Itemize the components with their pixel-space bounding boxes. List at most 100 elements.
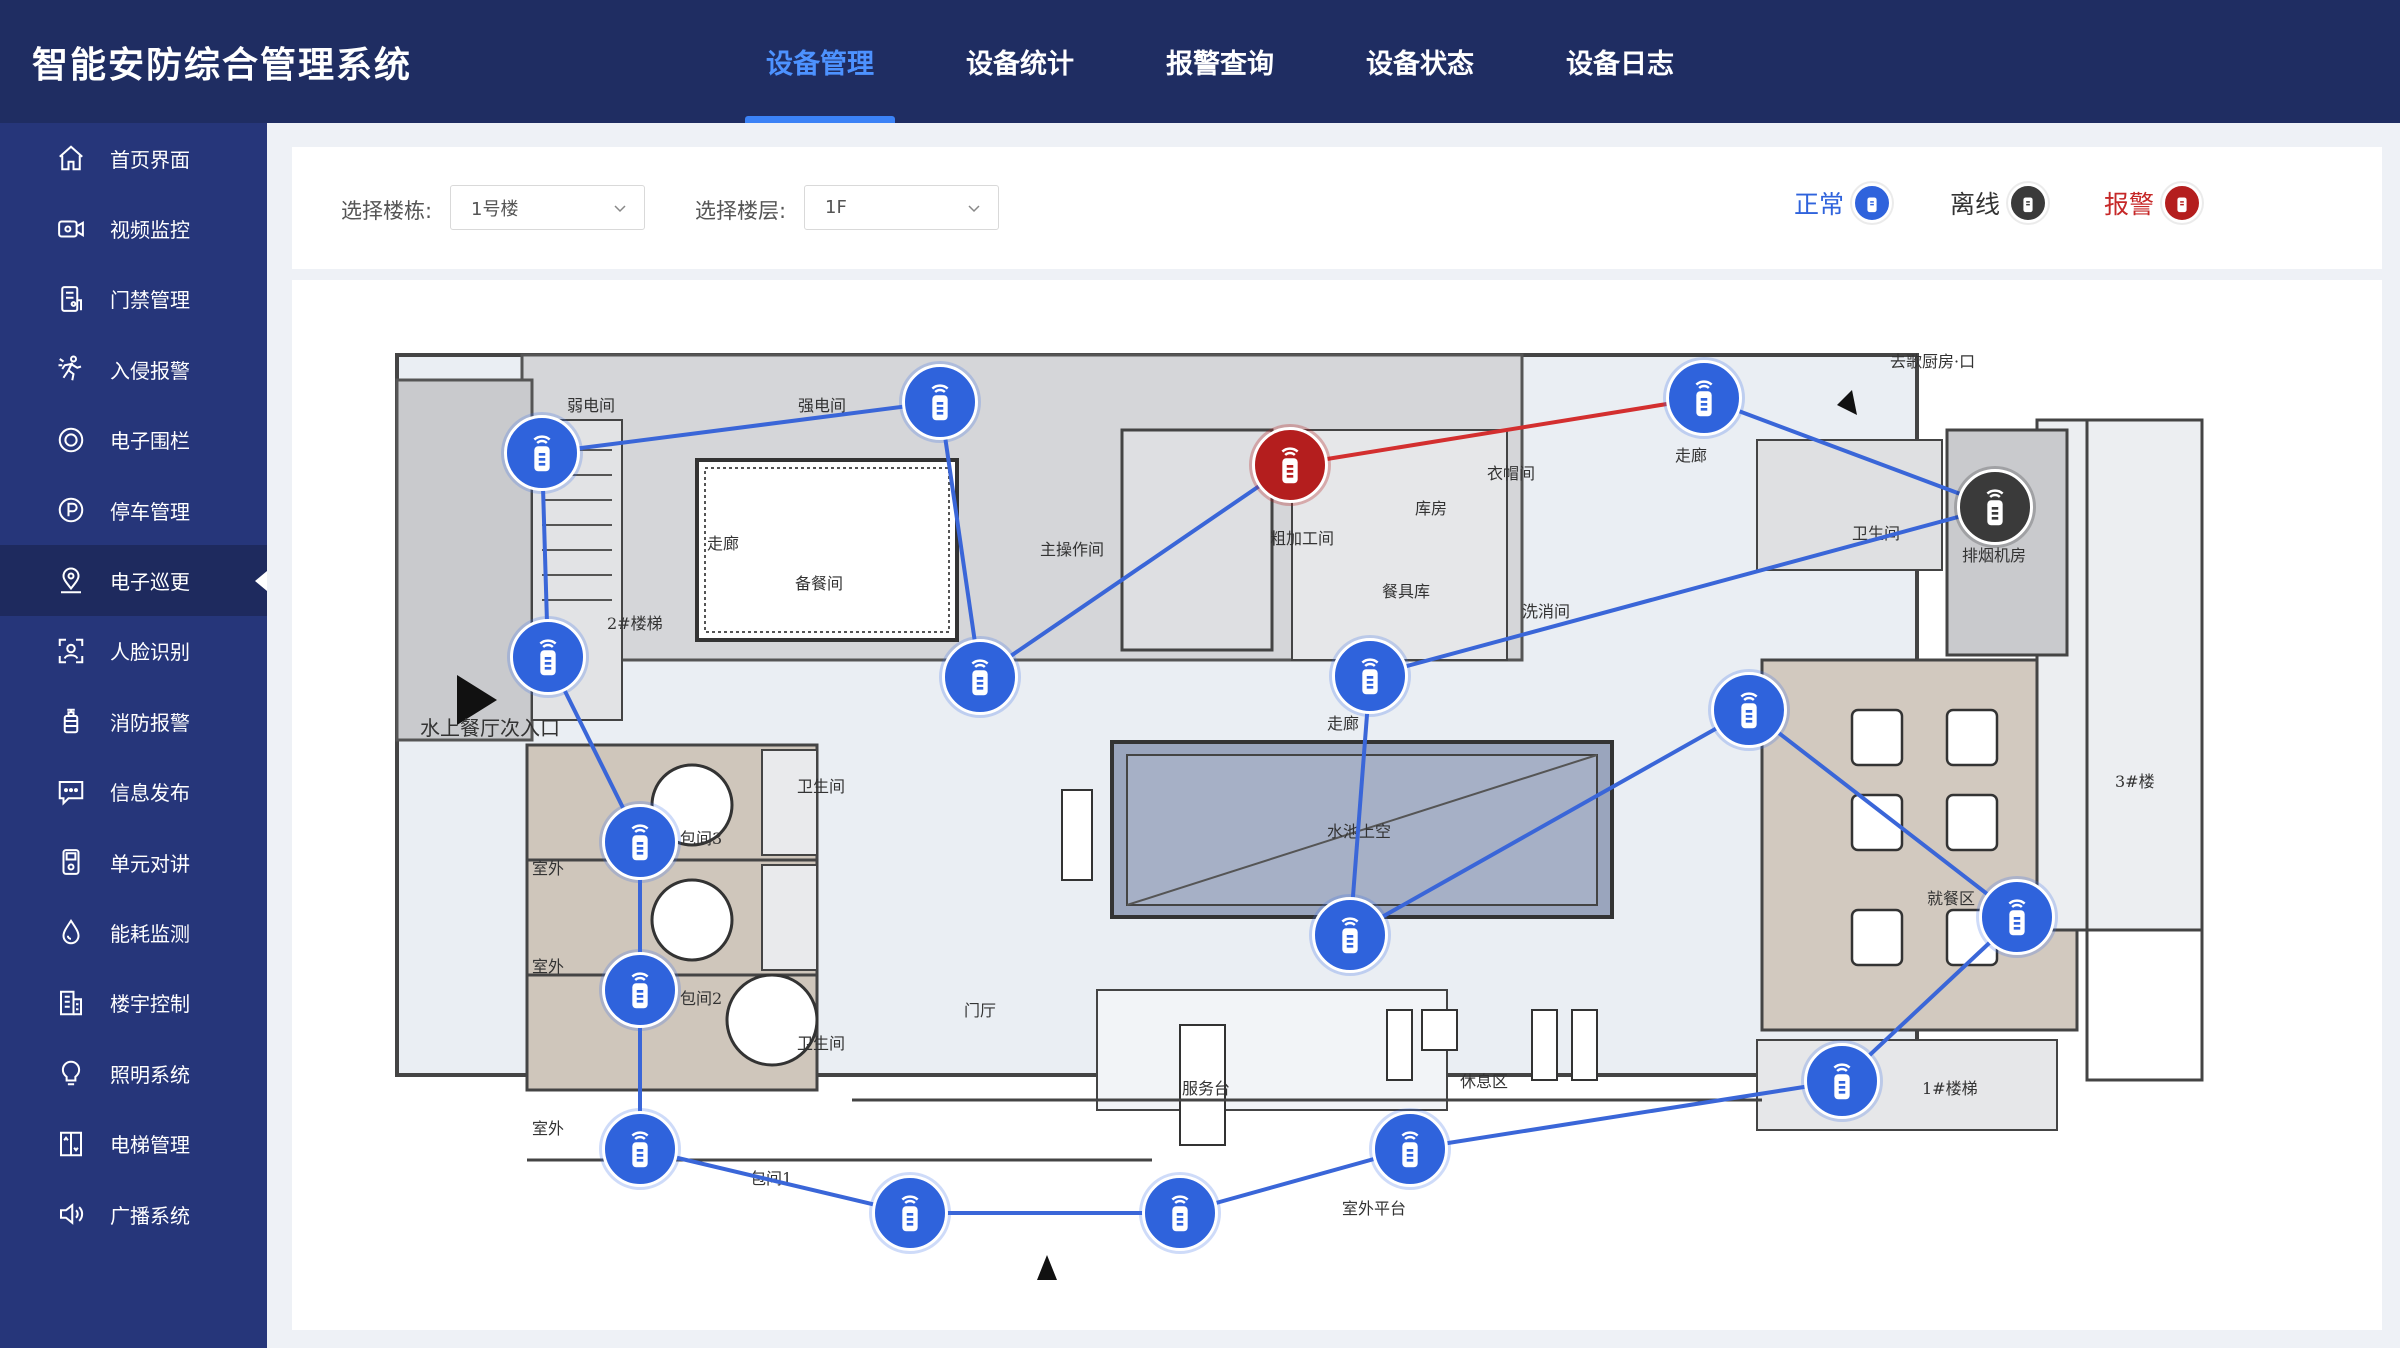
route-line <box>1703 396 1996 509</box>
room-label: 1#楼梯 <box>1922 1079 1978 1098</box>
sidebar-item-intrusion[interactable]: 入侵报警 <box>0 334 267 404</box>
room-label: 3#楼 <box>2115 772 2155 791</box>
room-label: 洗消间 <box>1522 602 1571 621</box>
sidebar-item-elevator[interactable]: 电梯管理 <box>0 1108 267 1178</box>
floorplan-panel: 弱电间 强电间 主操作间 粗加工间 库房 走廊 卫生间 排烟机房 2#楼梯 水上… <box>292 280 2382 1330</box>
tab-device-management[interactable]: 设备管理 <box>720 0 920 123</box>
patrol-device[interactable] <box>942 639 1018 715</box>
sidebar-item-label: 信息发布 <box>110 781 190 806</box>
face-scan-icon <box>54 634 88 668</box>
route-line <box>1409 1079 1843 1151</box>
patrol-device[interactable] <box>1142 1175 1218 1251</box>
tab-device-status[interactable]: 设备状态 <box>1366 49 1474 80</box>
room-label: 就餐区 <box>1927 889 1976 908</box>
sidebar-item-label: 广播系统 <box>110 1203 190 1228</box>
sidebar-item-fire[interactable]: 消防报警 <box>0 686 267 756</box>
fence-target-icon <box>54 423 88 457</box>
parking-icon <box>54 493 88 527</box>
filter-bar: 选择楼栋: 1号楼 选择楼层: 1F 正常 离线 报警 <box>292 147 2382 269</box>
location-pin-icon <box>54 564 88 598</box>
room-label: 排烟机房 <box>1962 546 2027 565</box>
patrol-device[interactable] <box>1252 427 1328 503</box>
patrol-device[interactable] <box>510 619 586 695</box>
energy-drop-icon <box>54 915 88 949</box>
patrol-device[interactable] <box>1957 469 2033 545</box>
patrol-sensor-icon <box>901 1195 919 1232</box>
sidebar-item-label: 消防报警 <box>110 710 190 735</box>
legend-normal: 正常 <box>1794 183 1893 223</box>
route-line <box>639 1147 911 1215</box>
legend-normal-label: 正常 <box>1794 190 1845 219</box>
sidebar-item-info[interactable]: 信息发布 <box>0 757 267 827</box>
sidebar-item-video[interactable]: 视频监控 <box>0 193 267 263</box>
room-label: 卫生间 <box>797 777 846 796</box>
patrol-device[interactable] <box>872 1175 948 1251</box>
sidebar-item-parking[interactable]: 停车管理 <box>0 475 267 545</box>
patrol-device[interactable] <box>1312 897 1388 973</box>
room-label: 2#楼梯 <box>607 614 663 633</box>
floor-label: 选择楼层: <box>695 199 787 223</box>
patrol-device[interactable] <box>504 415 580 491</box>
patrol-sensor-icon <box>631 972 649 1009</box>
patrol-sensor-icon <box>2008 899 2026 936</box>
room-label: 室外 <box>532 859 565 878</box>
patrol-sensor-icon <box>631 1131 649 1168</box>
patrol-device[interactable] <box>602 952 678 1028</box>
elevator-icon <box>54 1127 88 1161</box>
room-label: 卫生间 <box>1852 524 1901 543</box>
patrol-sensor-icon <box>931 384 949 421</box>
sidebar-item-lighting[interactable]: 照明系统 <box>0 1038 267 1108</box>
legend-alarm-label: 报警 <box>2104 190 2155 219</box>
sidebar-item-label: 首页界面 <box>110 147 190 172</box>
room-label: 走廊 <box>707 534 740 553</box>
patrol-device[interactable] <box>602 1111 678 1187</box>
room-label: 服务台 <box>1182 1079 1231 1098</box>
tab-device-log[interactable]: 设备日志 <box>1566 49 1674 80</box>
room-label: 门厅 <box>964 1001 997 1020</box>
sidebar-item-label: 楼宇控制 <box>110 992 190 1017</box>
sidebar-item-label: 能耗监测 <box>110 921 190 946</box>
sidebar-item-home[interactable]: 首页界面 <box>0 123 267 193</box>
sidebar-item-fence[interactable]: 电子围栏 <box>0 405 267 475</box>
patrol-route-lines <box>540 396 2019 1215</box>
sidebar-item-label: 电梯管理 <box>110 1133 190 1158</box>
patrol-sensor-icon <box>631 824 649 861</box>
patrol-device[interactable] <box>1979 879 2055 955</box>
patrol-device[interactable] <box>1711 672 1787 748</box>
sidebar-item-access[interactable]: 门禁管理 <box>0 264 267 334</box>
patrol-device[interactable] <box>602 804 678 880</box>
patrol-sensor-icon <box>1986 489 2004 526</box>
sidebar-item-intercom[interactable]: 单元对讲 <box>0 827 267 897</box>
building-select[interactable]: 1号楼 <box>450 185 645 230</box>
sidebar: 首页界面 视频监控 门禁管理 入侵报警 电子围栏 停车管理 电子巡更 人脸识别 … <box>0 123 267 1348</box>
patrol-sensor-icon <box>1281 447 1299 484</box>
room-label: 室外 <box>532 957 565 976</box>
patrol-device[interactable] <box>902 364 978 440</box>
room-label: 室外 <box>532 1119 565 1138</box>
room-label: 卫生间 <box>797 1034 846 1053</box>
home-icon <box>54 141 88 175</box>
tab-device-statistics[interactable]: 设备统计 <box>966 49 1074 80</box>
top-nav: 设备管理 设备统计 报警查询 设备状态 设备日志 <box>720 0 1720 123</box>
sidebar-item-building[interactable]: 楼宇控制 <box>0 968 267 1038</box>
building-select-value: 1号楼 <box>471 198 519 220</box>
room-label: 走廊 <box>1675 446 1708 465</box>
patrol-device[interactable] <box>1666 360 1742 436</box>
patrol-device[interactable] <box>1804 1043 1880 1119</box>
sidebar-item-face[interactable]: 人脸识别 <box>0 616 267 686</box>
patrol-sensor-icon <box>1740 692 1758 729</box>
room-label: 室外平台 <box>1342 1199 1407 1218</box>
sidebar-item-patrol[interactable]: 电子巡更 <box>0 545 267 616</box>
device-offline-icon <box>2008 183 2049 223</box>
room-label: 水上餐厅次入口 <box>420 716 560 740</box>
sidebar-item-label: 视频监控 <box>110 218 190 243</box>
sidebar-item-energy[interactable]: 能耗监测 <box>0 897 267 967</box>
room-label: 餐具库 <box>1382 582 1431 601</box>
lightbulb-icon <box>54 1056 88 1090</box>
legend-offline-label: 离线 <box>1950 190 2001 219</box>
floor-select[interactable]: 1F <box>804 185 999 230</box>
patrol-device[interactable] <box>1372 1111 1448 1187</box>
sidebar-item-broadcast[interactable]: 广播系统 <box>0 1179 267 1249</box>
patrol-device[interactable] <box>1332 638 1408 714</box>
tab-alarm-query[interactable]: 报警查询 <box>1166 49 1274 80</box>
